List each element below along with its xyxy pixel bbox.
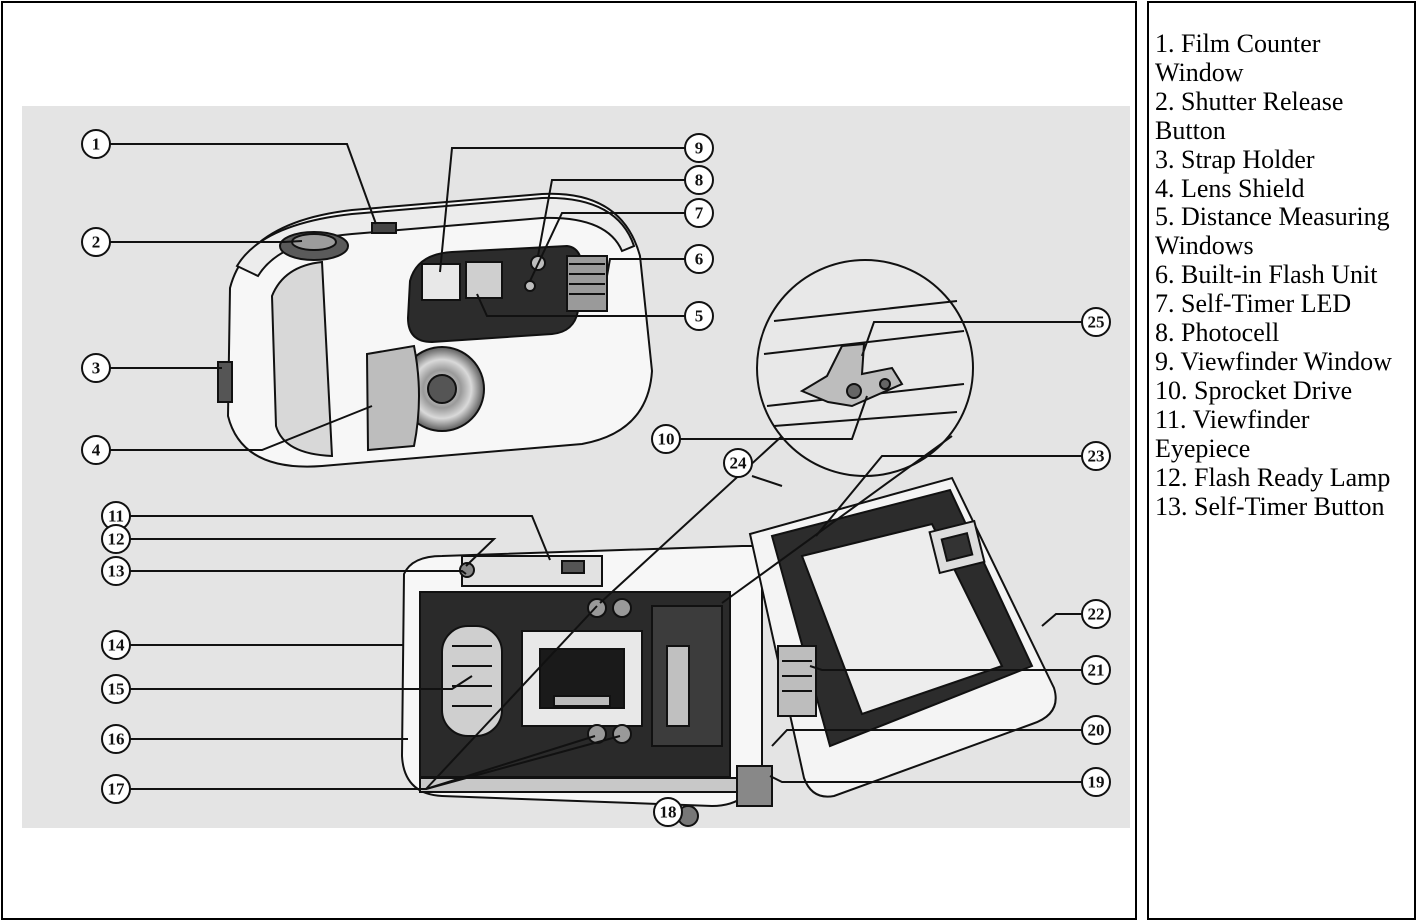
strap-holder-shape (217, 361, 233, 403)
callout-numbers: 1 2 3 4 5 6 7 8 9 10 11 12 13 14 15 16 1… (92, 135, 1105, 822)
callout-12: 12 (108, 530, 125, 549)
callout-24: 24 (730, 454, 748, 473)
callout-circle-22 (1081, 599, 1111, 629)
legend-cell (1147, 1, 1416, 920)
callout-circle-18 (653, 797, 683, 827)
legend-item: 9. Viewfinder Window (1155, 346, 1392, 376)
callout-2: 2 (92, 233, 101, 252)
callout-circle-12 (101, 524, 131, 554)
callout-11: 11 (108, 507, 124, 526)
callout-10: 10 (658, 430, 675, 449)
callout-circles (81, 129, 1111, 827)
callout-circle-24 (723, 448, 753, 478)
lens-shield-shape (365, 344, 420, 452)
legend-item: 2. Shutter Release Button (1155, 86, 1344, 145)
callout-19: 19 (1088, 773, 1105, 792)
legend-item: 6. Built-in Flash Unit (1155, 260, 1378, 290)
callout-circle-25 (1081, 307, 1111, 337)
callout-14: 14 (108, 636, 126, 655)
callout-1: 1 (92, 135, 101, 154)
callout-circle-5 (684, 301, 714, 331)
camera-grip (270, 260, 334, 458)
callout-circle-9 (684, 133, 714, 163)
callout-circle-14 (101, 630, 131, 660)
callout-circle-1 (81, 129, 111, 159)
camera-diagram: 1 2 3 4 5 6 7 8 9 10 11 12 13 14 15 16 1… (22, 106, 1130, 828)
callout-circle-19 (1081, 767, 1111, 797)
callout-17: 17 (108, 780, 126, 799)
callout-20: 20 (1088, 721, 1105, 740)
callout-circle-2 (81, 227, 111, 257)
bottom-rail (419, 777, 741, 793)
legend-item: 5. Distance Measuring Windows (1155, 202, 1390, 261)
callout-circle-8 (684, 165, 714, 195)
callout-circle-4 (81, 435, 111, 465)
callout-5: 5 (695, 307, 704, 326)
film-cartridge-shape (441, 625, 503, 737)
callout-7: 7 (695, 204, 704, 223)
callout-9: 9 (695, 139, 704, 158)
legend-item: 7. Self-Timer LED (1155, 289, 1352, 319)
self-timer-led-shape (524, 280, 536, 292)
sprocket-claw (799, 342, 904, 408)
legend-item: 11. Viewfinder Eyepiece (1155, 404, 1310, 463)
callout-13: 13 (108, 562, 125, 581)
callout-circle-13 (101, 556, 131, 586)
legend-item: 8. Photocell (1155, 318, 1280, 348)
callout-8: 8 (695, 171, 704, 190)
callout-18: 18 (660, 803, 677, 822)
callout-4: 4 (92, 441, 101, 460)
callout-circle-10 (651, 424, 681, 454)
legend-item: 12. Flash Ready Lamp (1155, 462, 1391, 492)
callout-23: 23 (1088, 447, 1105, 466)
callout-circle-6 (684, 244, 714, 274)
legend-item: 1. Film Counter Window (1155, 29, 1321, 87)
legend-list: 1. Film Counter Window 2. Shutter Releas… (1155, 29, 1410, 521)
callout-circle-23 (1081, 441, 1111, 471)
legend-item: 4. Lens Shield (1155, 173, 1305, 203)
leader-lines (110, 143, 1082, 790)
film-counter-shape (371, 222, 397, 234)
callout-15: 15 (108, 680, 125, 699)
callout-circle-15 (101, 674, 131, 704)
legend-item: 10. Sprocket Drive (1155, 375, 1353, 405)
camera-back (400, 545, 773, 827)
callout-circle-7 (684, 198, 714, 228)
distance-window-shape (465, 261, 503, 299)
callout-circle-17 (101, 774, 131, 804)
callout-6: 6 (695, 250, 704, 269)
callout-circle-3 (81, 353, 111, 383)
callout-circle-16 (101, 724, 131, 754)
legend-item: 3. Strap Holder (1155, 144, 1315, 174)
callout-21: 21 (1088, 661, 1105, 680)
callout-3: 3 (92, 359, 101, 378)
callout-circle-21 (1081, 655, 1111, 685)
callout-25: 25 (1088, 313, 1105, 332)
callout-16: 16 (108, 730, 125, 749)
legend-item: 13. Self-Timer Button (1155, 491, 1385, 521)
callout-circle-20 (1081, 715, 1111, 745)
camera-diagram-svg: 1 2 3 4 5 6 7 8 9 10 11 12 13 14 15 16 1… (81, 129, 1111, 827)
callout-22: 22 (1088, 605, 1105, 624)
camera-front (217, 192, 654, 468)
back-door (748, 476, 1057, 798)
